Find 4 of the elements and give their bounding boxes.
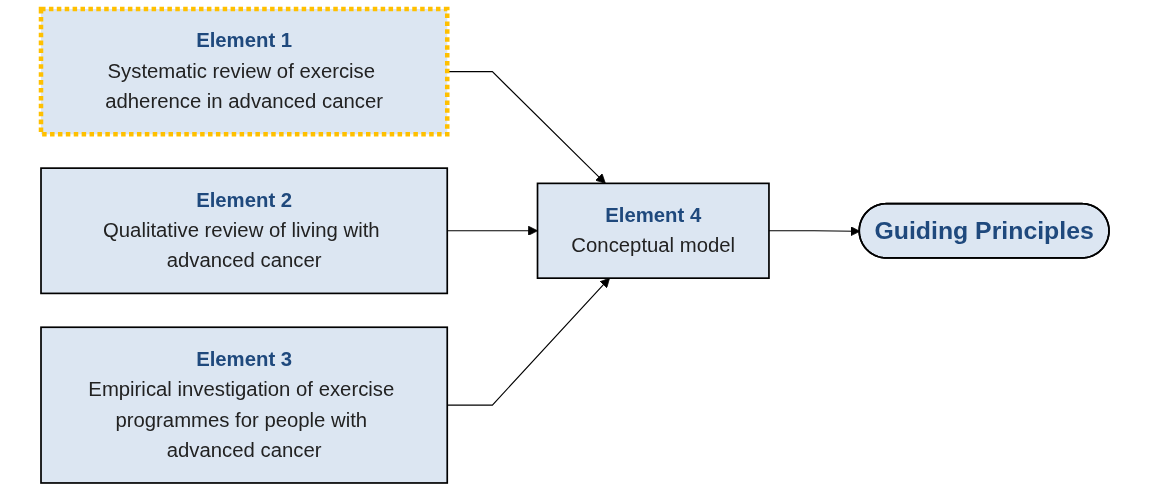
node-box: Element 3 Empirical investigation of exercise programmes for people with advanced cancer: [40, 326, 449, 484]
node-box: Element 2 Qualitative review of living with advanced cancer: [40, 167, 449, 295]
node-box: Element 1 Systematic review of exercise adherence in advanced cancer: [38, 6, 450, 137]
node-box: Element 4 Conceptual model: [536, 182, 770, 279]
